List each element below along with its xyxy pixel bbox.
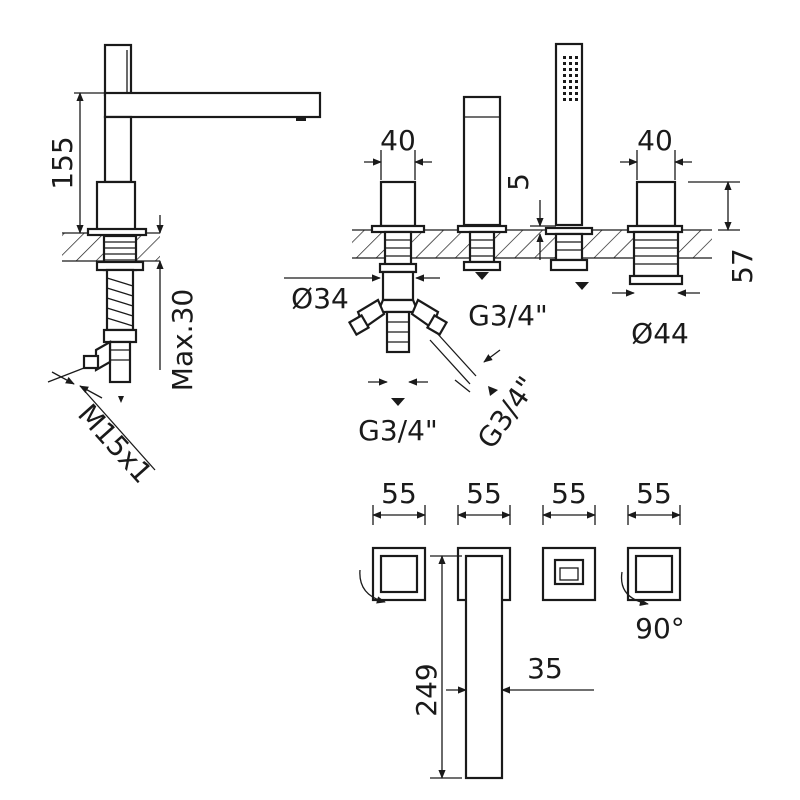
top-handle-4 (620, 546, 682, 606)
dim-top-width-2: 55 (466, 477, 502, 510)
threaded-shank-left (95, 234, 145, 272)
braided-hose (82, 268, 138, 384)
dim-top-width-3: 55 (551, 477, 587, 510)
dim-diameter-right: Ø44 (631, 317, 689, 350)
dim-deck-thickness: Max.30 (166, 289, 199, 391)
shower-handset (544, 42, 594, 272)
left-valve (347, 180, 477, 385)
dim-spout-height: 155 (46, 136, 79, 189)
dim-spout-width: 35 (527, 652, 563, 685)
dim-diameter-left: Ø34 (291, 282, 349, 315)
dim-top-width-1: 55 (381, 477, 417, 510)
dim-rotation-angle: 90° (635, 612, 685, 645)
top-handset (541, 546, 597, 602)
front-view: 40 40 5 57 Ø34 Ø44 G3/4" G3/4" (284, 42, 759, 455)
dim-handle-width-right: 40 (637, 124, 673, 157)
dim-height-above-deck: 57 (726, 248, 759, 284)
top-width-dims (372, 505, 681, 525)
top-spout (456, 546, 512, 780)
dim-spout-length: 249 (410, 663, 443, 716)
spout-arm (103, 91, 322, 119)
dim-thread-diagonal: G3/4" (471, 370, 544, 454)
spout-column (103, 115, 133, 184)
spout-side-view: 155 Max.30 M15x1 (46, 43, 322, 490)
dim-handle-width-left: 40 (380, 124, 416, 157)
right-valve (626, 180, 684, 286)
spout-base (95, 180, 137, 232)
dim-shower-offset: 5 (502, 173, 535, 191)
dim-thread-connector: M15x1 (71, 398, 159, 490)
dim-top-width-4: 55 (636, 477, 672, 510)
dim-thread-middle: G3/4" (468, 299, 548, 332)
middle-spout-column (456, 95, 508, 272)
dim-thread-bottom: G3/4" (358, 414, 438, 447)
top-handle-1 (359, 546, 427, 604)
top-view: 55 55 55 55 90° 249 (359, 477, 685, 780)
